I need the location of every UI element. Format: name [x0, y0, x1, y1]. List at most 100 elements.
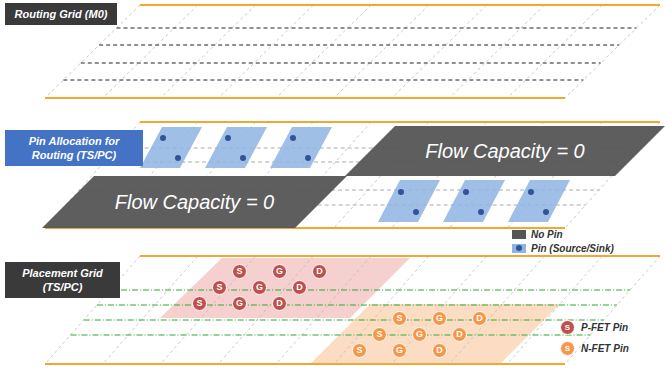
layer-title: Placement Grid (TS/PC)	[5, 262, 120, 298]
pfet-pin: S	[192, 296, 207, 311]
legend-pin-letter: S	[565, 323, 570, 332]
zone-fill	[42, 176, 347, 228]
legend-text: N-FET Pin	[581, 343, 629, 354]
legend-dot	[516, 245, 522, 251]
pfet-pin: G	[252, 280, 267, 295]
legend-text: No Pin	[531, 229, 563, 240]
node-text: D	[316, 267, 323, 276]
layer-title: Routing Grid (M0)	[5, 3, 117, 25]
nfet-pin: G	[432, 311, 447, 326]
pfet-pin: D	[312, 264, 327, 279]
pin-dot	[413, 209, 419, 215]
layer-title: Pin Allocation for Routing (TS/PC)	[5, 130, 143, 166]
pfet-pin: D	[272, 296, 287, 311]
pin-dot	[240, 155, 246, 161]
pin-strip	[205, 127, 267, 168]
node-text: S	[396, 314, 402, 323]
pin-dot	[463, 189, 469, 195]
pin-dot	[398, 189, 404, 195]
legend-text: P-FET Pin	[581, 322, 628, 333]
nfet-pin: D	[432, 343, 447, 358]
node-text: G	[236, 299, 243, 308]
grid-stroke	[99, 45, 619, 46]
grid-stroke	[103, 5, 198, 98]
grid-stroke	[218, 5, 313, 98]
node-text: G	[396, 346, 403, 355]
nfet-region	[310, 304, 560, 364]
node-text: Placement Grid (TS/PC)	[22, 267, 103, 293]
grid-stroke	[81, 63, 601, 64]
grid-stroke	[565, 256, 660, 364]
nfet-pin: S	[392, 311, 407, 326]
pfet-pin: S	[212, 280, 227, 295]
pin-strip	[443, 180, 505, 222]
blocked-zone: Flow Capacity = 0	[345, 126, 665, 176]
pin-dot	[225, 135, 231, 141]
legend-swatch	[512, 230, 526, 239]
node-text: S	[216, 283, 222, 292]
pfet-pin: S	[232, 264, 247, 279]
nfet-pin: G	[412, 327, 427, 342]
grid-stroke	[334, 256, 429, 364]
pin-dot	[290, 135, 296, 141]
grid-stroke	[84, 320, 604, 321]
grid-stroke	[110, 290, 630, 291]
pfet-pin: G	[232, 296, 247, 311]
grid-stroke	[565, 5, 660, 98]
legend-swatch: S	[560, 320, 575, 335]
nfet-pin: S	[372, 327, 387, 342]
legend-row: Pin (Source/Sink)	[512, 243, 614, 254]
pin-strip	[270, 127, 332, 168]
legend-text: Pin (Source/Sink)	[531, 243, 614, 254]
grid-stroke	[392, 5, 487, 98]
grid-stroke	[161, 256, 256, 364]
grid-stroke	[276, 5, 371, 98]
node-text: S	[356, 346, 362, 355]
node-text: G	[256, 283, 263, 292]
pin-dot	[305, 155, 311, 161]
zone-fill	[345, 126, 665, 176]
pin-strip	[140, 127, 202, 168]
pin-dot	[160, 135, 166, 141]
grid-stroke	[449, 256, 544, 364]
grid-stroke	[117, 28, 637, 29]
legend-swatch: S	[560, 341, 575, 356]
layer-edge	[140, 121, 660, 123]
grid-stroke	[97, 305, 617, 306]
layer-edge	[45, 97, 565, 99]
node-text: Flow Capacity = 0	[425, 140, 585, 163]
legend-row: S N-FET Pin	[560, 341, 629, 356]
node-text: G	[436, 314, 443, 323]
node-text: D	[296, 283, 303, 292]
legend-pin-letter: S	[565, 344, 570, 353]
layer-edge	[140, 4, 660, 6]
grid-stroke	[218, 256, 313, 364]
node-text: Routing Grid (M0)	[15, 8, 108, 20]
nfet-pin: G	[392, 343, 407, 358]
node-text: D	[456, 330, 463, 339]
legend-row: No Pin	[512, 229, 563, 240]
node-text: S	[236, 267, 242, 276]
pin-strip	[508, 180, 570, 222]
node-text: S	[196, 299, 202, 308]
legend-swatch	[512, 244, 526, 253]
pfet-pin: G	[272, 264, 287, 279]
pin-dot	[528, 189, 534, 195]
node-text: G	[416, 330, 423, 339]
node-text: D	[436, 346, 443, 355]
grid-stroke	[392, 256, 487, 364]
node-text: D	[476, 314, 483, 323]
grid-stroke	[161, 5, 256, 98]
pin-dot	[478, 209, 484, 215]
pin-strip	[378, 180, 440, 222]
node-text: S	[376, 330, 382, 339]
node-text: G	[276, 267, 283, 276]
grid-stroke	[449, 5, 544, 98]
blocked-zone: Flow Capacity = 0	[42, 176, 347, 228]
nfet-pin: S	[352, 343, 367, 358]
node-text: Pin Allocation for Routing (TS/PC)	[29, 135, 120, 161]
grid-stroke	[334, 5, 429, 98]
nfet-pin: D	[452, 327, 467, 342]
grid-stroke	[63, 80, 583, 81]
legend-row: S P-FET Pin	[560, 320, 628, 335]
